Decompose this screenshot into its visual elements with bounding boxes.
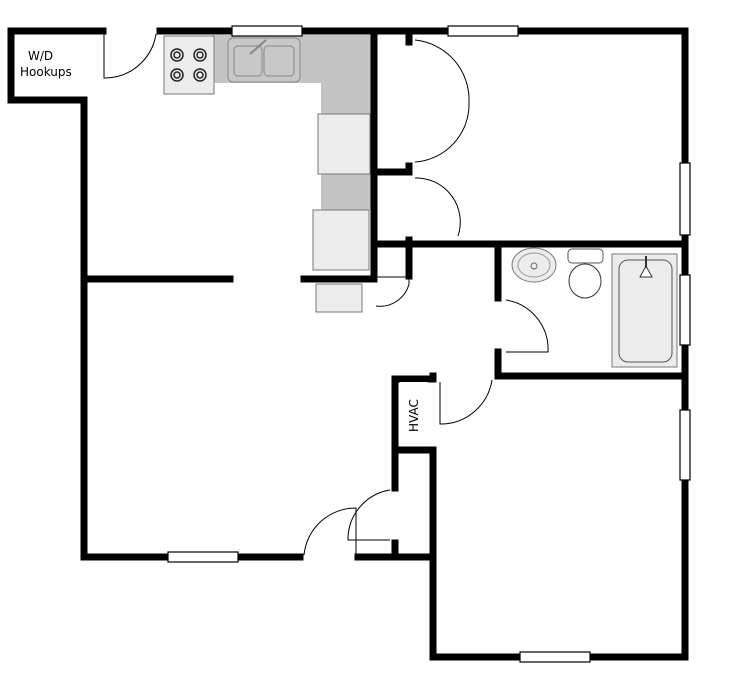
door-wd-closet[interactable] [103, 33, 157, 79]
dishwasher [317, 113, 371, 175]
door-bedroom1-closet-b[interactable] [414, 177, 461, 237]
bathtub [611, 253, 678, 368]
toilet [567, 248, 604, 299]
door-linen-closet[interactable] [375, 276, 410, 307]
window [679, 162, 691, 236]
door-bedroom2[interactable] [439, 379, 493, 425]
stove [163, 35, 215, 95]
hvac-label: HVAC [407, 399, 421, 432]
window [231, 25, 303, 37]
hvac-closet [400, 382, 428, 446]
door-hall-closet[interactable] [347, 489, 391, 541]
kitchen-sink [227, 37, 301, 83]
window [447, 25, 519, 37]
window [679, 274, 691, 346]
window [519, 651, 591, 663]
pantry-cabinet [315, 283, 363, 313]
window [679, 409, 691, 481]
window [167, 551, 239, 563]
door-entry[interactable] [303, 507, 357, 556]
wd-label-line1: W/D [28, 49, 53, 63]
door-bathroom[interactable] [505, 299, 549, 353]
bathroom-sink [511, 247, 557, 283]
refrigerator [312, 209, 370, 271]
door-bedroom1-closet-a[interactable] [414, 39, 470, 163]
wd-label-line2: Hookups [20, 65, 72, 79]
